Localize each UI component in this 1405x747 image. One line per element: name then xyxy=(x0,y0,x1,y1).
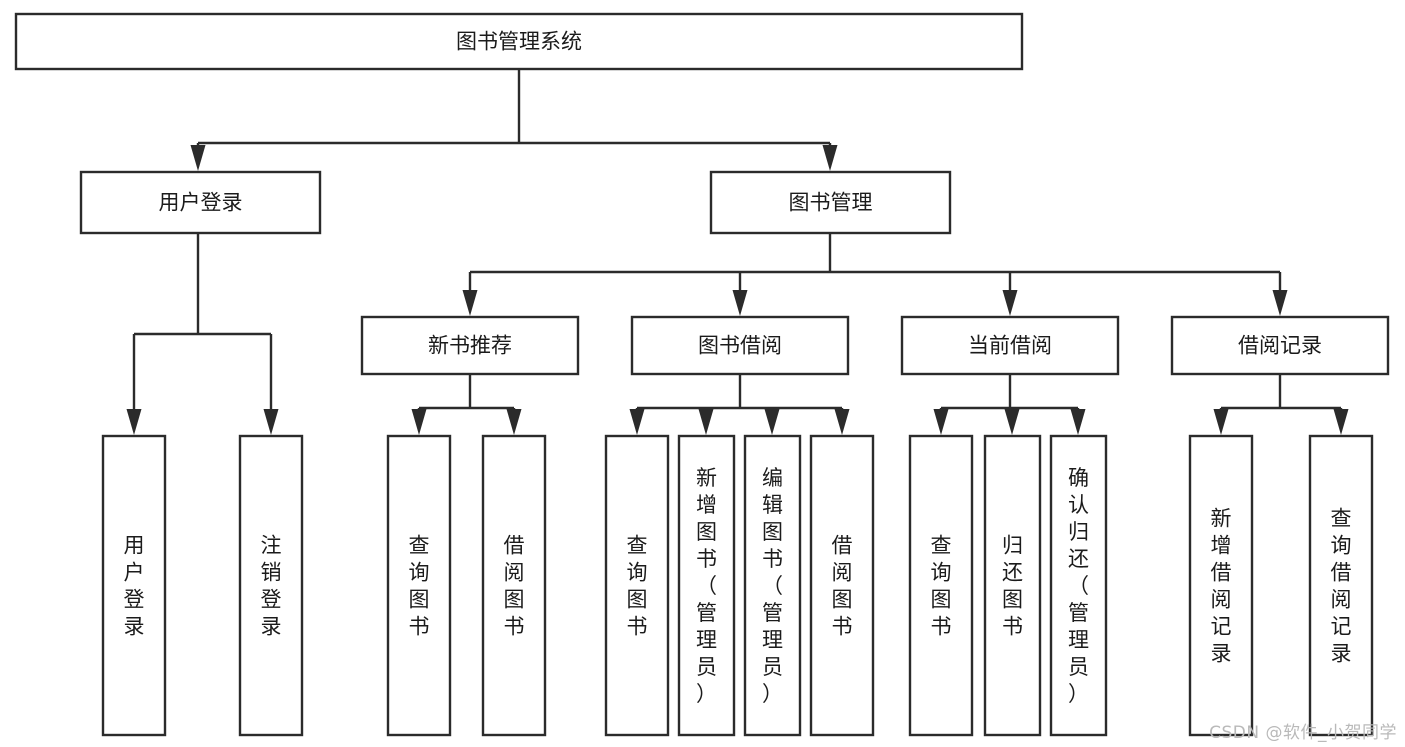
node-new-book-recommend[interactable]: 新书推荐 xyxy=(360,315,580,376)
node-leaf-borrow-book-rec[interactable]: 借阅图书 xyxy=(481,434,547,737)
node-label: 查询图书 xyxy=(627,534,648,639)
edge-arrowhead-icon xyxy=(411,409,427,435)
node-box-leaf[interactable] xyxy=(386,434,452,737)
node-label: 新增图书（管理员） xyxy=(696,466,717,706)
node-label: 图书管理系统 xyxy=(456,30,582,54)
edge-arrowhead-icon xyxy=(462,290,478,316)
node-label: 借阅图书 xyxy=(504,534,525,639)
node-label: 归还图书 xyxy=(1002,534,1023,639)
connector-conn-user-login xyxy=(126,233,279,435)
node-leaf-confirm-return[interactable]: 确认归还（管理员） xyxy=(1049,434,1108,737)
node-leaf-borrow-book[interactable]: 借阅图书 xyxy=(809,434,875,737)
node-leaf-query-book-cur[interactable]: 查询图书 xyxy=(908,434,974,737)
edge-arrowhead-icon xyxy=(1070,409,1086,435)
node-borrow-record[interactable]: 借阅记录 xyxy=(1170,315,1390,376)
edge-arrowhead-icon xyxy=(126,409,142,435)
edge-arrowhead-icon xyxy=(834,409,850,435)
node-leaf-user-login[interactable]: 用户登录 xyxy=(101,434,167,737)
node-book-manage[interactable]: 图书管理 xyxy=(709,170,952,235)
edge-arrowhead-icon xyxy=(822,145,838,171)
node-leaf-return-book[interactable]: 归还图书 xyxy=(983,434,1042,737)
node-box-leaf[interactable] xyxy=(604,434,670,737)
edge-arrowhead-icon xyxy=(1272,290,1288,316)
node-label: 查询图书 xyxy=(409,534,430,639)
edge-arrowhead-icon xyxy=(263,409,279,435)
node-box-level2[interactable] xyxy=(709,170,952,235)
node-leaf-edit-book[interactable]: 编辑图书（管理员） xyxy=(743,434,802,737)
node-box-level3[interactable] xyxy=(1170,315,1390,376)
node-box-leaf[interactable] xyxy=(983,434,1042,737)
edge-arrowhead-icon xyxy=(1004,409,1020,435)
node-box-leaf[interactable] xyxy=(1308,434,1374,737)
edge-arrowhead-icon xyxy=(190,145,206,171)
node-label: 用户登录 xyxy=(124,534,145,639)
node-leaf-query-record[interactable]: 查询借阅记录 xyxy=(1308,434,1374,737)
node-leaf-add-book[interactable]: 新增图书（管理员） xyxy=(677,434,736,737)
node-label: 注销登录 xyxy=(261,534,282,639)
connector-conn-book-manage xyxy=(462,233,1288,316)
connector-conn-book-borrow xyxy=(629,374,850,435)
node-root[interactable]: 图书管理系统 xyxy=(14,12,1024,71)
node-label: 借阅图书 xyxy=(832,534,853,639)
connector-conn-root xyxy=(190,69,838,171)
node-book-borrow[interactable]: 图书借阅 xyxy=(630,315,850,376)
node-user-login[interactable]: 用户登录 xyxy=(79,170,322,235)
node-label: 借阅记录 xyxy=(1238,334,1322,358)
edge-arrowhead-icon xyxy=(764,409,780,435)
edge-arrowhead-icon xyxy=(1213,409,1229,435)
node-box-leaf[interactable] xyxy=(908,434,974,737)
node-leaf-query-book-borrow[interactable]: 查询图书 xyxy=(604,434,670,737)
node-box-level2[interactable] xyxy=(79,170,322,235)
node-label: 新书推荐 xyxy=(428,334,512,358)
node-label: 图书借阅 xyxy=(698,334,782,358)
node-label: 当前借阅 xyxy=(968,334,1052,358)
node-box-leaf[interactable] xyxy=(677,434,736,737)
node-box-leaf[interactable] xyxy=(101,434,167,737)
edge-arrowhead-icon xyxy=(1333,409,1349,435)
node-label: 查询图书 xyxy=(931,534,952,639)
node-label: 编辑图书（管理员） xyxy=(762,466,783,706)
node-label: 查询借阅记录 xyxy=(1331,507,1352,666)
node-box-root[interactable] xyxy=(14,12,1024,71)
node-box-leaf[interactable] xyxy=(743,434,802,737)
node-leaf-query-book-rec[interactable]: 查询图书 xyxy=(386,434,452,737)
node-label: 确认归还（管理员） xyxy=(1068,466,1089,706)
connector-conn-current-borrow xyxy=(933,374,1086,435)
node-box-leaf[interactable] xyxy=(809,434,875,737)
node-current-borrow[interactable]: 当前借阅 xyxy=(900,315,1120,376)
edge-arrowhead-icon xyxy=(698,409,714,435)
node-box-leaf[interactable] xyxy=(1049,434,1108,737)
csdn-watermark: CSDN @软件_小贺同学 xyxy=(1209,723,1397,743)
node-box-level3[interactable] xyxy=(630,315,850,376)
node-label: 图书管理 xyxy=(789,191,873,215)
edge-arrowhead-icon xyxy=(506,409,522,435)
edge-arrowhead-icon xyxy=(1002,290,1018,316)
node-box-leaf[interactable] xyxy=(238,434,304,737)
connector-edges-layer xyxy=(126,69,1349,435)
node-box-level3[interactable] xyxy=(360,315,580,376)
edge-arrowhead-icon xyxy=(629,409,645,435)
node-leaf-logout[interactable]: 注销登录 xyxy=(238,434,304,737)
node-box-leaf[interactable] xyxy=(1188,434,1254,737)
node-label: 新增借阅记录 xyxy=(1211,507,1232,666)
edge-arrowhead-icon xyxy=(933,409,949,435)
node-boxes-layer: 图书管理系统用户登录图书管理新书推荐图书借阅当前借阅借阅记录用户登录注销登录查询… xyxy=(14,12,1390,737)
connector-conn-borrow-record xyxy=(1213,374,1349,435)
connector-conn-new-book xyxy=(411,374,522,435)
node-box-leaf[interactable] xyxy=(481,434,547,737)
edge-arrowhead-icon xyxy=(732,290,748,316)
node-label: 用户登录 xyxy=(159,191,243,215)
node-leaf-add-record[interactable]: 新增借阅记录 xyxy=(1188,434,1254,737)
node-box-level3[interactable] xyxy=(900,315,1120,376)
